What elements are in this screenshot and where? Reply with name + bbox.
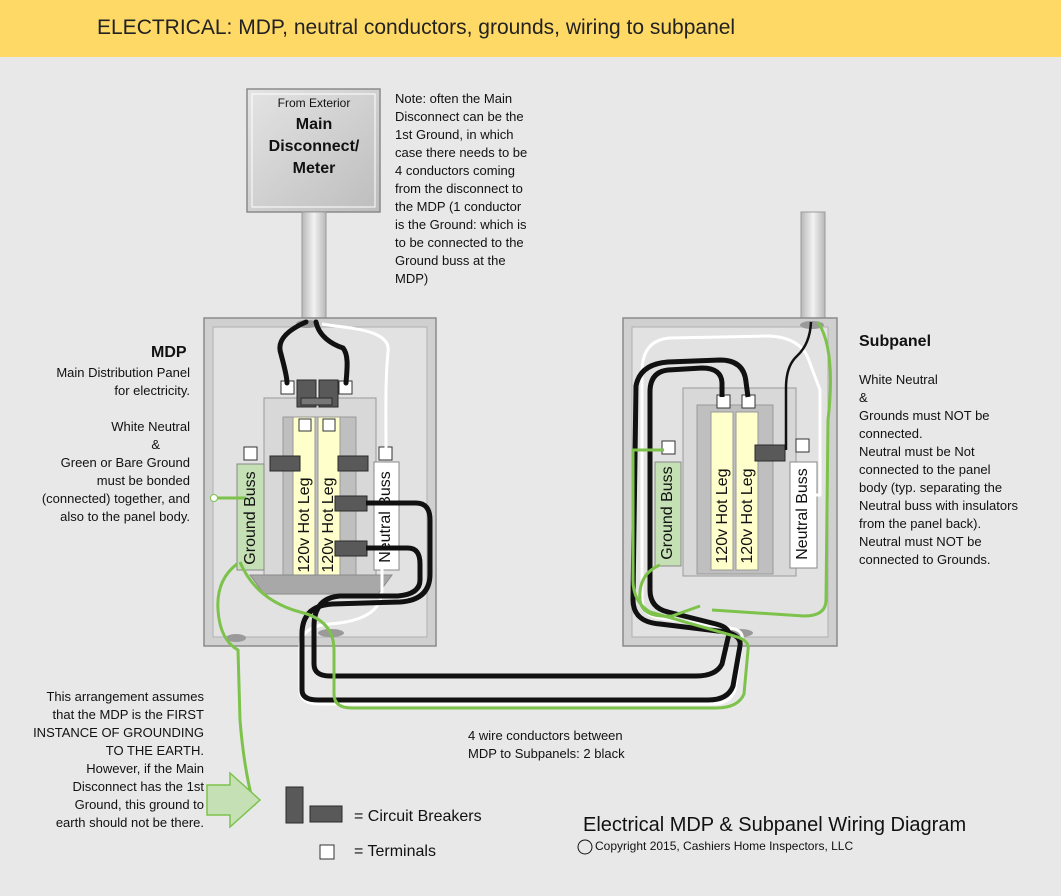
arrangement-line: However, if the Main (86, 761, 204, 776)
subpanel-terminals (661, 394, 810, 455)
arrangement-line: earth should not be there. (55, 815, 204, 830)
subpanel-desc-line: connected. (859, 426, 923, 441)
mdp-neutral-buss-label: Neutral Buss (377, 471, 394, 563)
legend-terminal (319, 844, 335, 860)
legend-symbols (285, 786, 343, 860)
legend-breaker-horizontal (309, 805, 343, 823)
subpanel-desc-line: & (859, 390, 868, 405)
subpanel-desc-line: connected to Grounds. (859, 552, 991, 567)
arrangement-line: that the MDP is the FIRST (52, 707, 204, 722)
mdp-hot-leg-1-label: 120v Hot Leg (296, 477, 313, 573)
bond-point (210, 494, 218, 502)
mdp-description: Main Distribution Panel for electricity.… (20, 364, 190, 526)
arrangement-line: TO THE EARTH. (105, 743, 204, 758)
mdp-title: MDP (151, 344, 187, 361)
ground-wires (214, 321, 832, 807)
subpanel-conduit (800, 211, 826, 323)
mdp-desc-line: Main Distribution Panel (56, 365, 190, 380)
subpanel-desc-line: Neutral must NOT be (859, 534, 982, 549)
feeder-hot-wire-2 (311, 365, 732, 679)
mdp-desc-line: for electricity. (114, 383, 190, 398)
note-line: Note: often the Main (395, 91, 513, 106)
feeder-hot-wire-1 (299, 357, 751, 703)
mdp-desc-line: Green or Bare Ground (60, 455, 190, 470)
arrangement-line: INSTANCE OF GROUNDING (33, 725, 204, 740)
subpanel-desc-line: White Neutral (859, 372, 938, 387)
note-line: from the disconnect to (395, 181, 523, 196)
note-line: MDP) (395, 271, 429, 286)
subpanel-desc-line: connected to the panel (859, 462, 991, 477)
subpanel-description: White Neutral & Grounds must NOT be conn… (859, 371, 1049, 569)
subpanel-title: Subpanel (859, 333, 932, 350)
earth-ground-arrow (206, 771, 262, 829)
note-line: case there needs to be (395, 145, 528, 160)
subpanel-desc-line: Neutral must be Not (859, 444, 975, 459)
arrangement-line: This arrangement assumes (46, 689, 204, 704)
meter-title-line2: Disconnect/ (268, 138, 360, 155)
note-text: Note: often the Main Disconnect can be t… (395, 90, 545, 288)
subpanel-neutral-buss-label: Neutral Buss (794, 468, 811, 560)
note-line: the MDP (1 conductor (395, 199, 522, 214)
note-line: 4 conductors coming (395, 163, 515, 178)
mdp-incoming-neutral-wire (321, 322, 390, 453)
conductors-note: 4 wire conductors between MDP to Subpane… (468, 727, 625, 763)
subpanel-desc-line: body (typ. separating the (859, 480, 1003, 495)
mdp-conduit (301, 211, 327, 323)
meter-title-line1: Main (295, 116, 333, 133)
meter-title-line3: Meter (292, 160, 336, 177)
mdp-desc-line: (connected) together, and (41, 491, 190, 506)
subpanel-desc-line: Grounds must NOT be (859, 408, 990, 423)
note-line: to be connected to the (395, 235, 524, 250)
meter-small-label: From Exterior (277, 96, 351, 110)
subpanel-enclosure (622, 317, 838, 647)
main-disconnect-meter-box (246, 88, 381, 213)
mdp-breakers (269, 379, 369, 557)
copyright-circle (577, 839, 593, 855)
mdp-desc-line (20, 400, 190, 418)
conductors-line: 4 wire conductors between (468, 728, 623, 743)
subpanel-breaker-wire (784, 321, 813, 450)
copyright-text: Copyright 2015, Cashiers Home Inspectors… (595, 839, 854, 853)
subpanel-desc-line: from the panel back). (859, 516, 982, 531)
mdp-panel-enclosure (203, 317, 437, 647)
diagram-title: Electrical MDP & Subpanel Wiring Diagram (583, 814, 967, 836)
note-line: Ground buss at the (395, 253, 506, 268)
mdp-desc-line: also to the panel body. (60, 509, 190, 524)
copyright-line: Copyright 2015, Cashiers Home Inspectors… (578, 839, 853, 853)
page-title: ELECTRICAL: MDP, neutral conductors, gro… (97, 16, 736, 39)
subpanel-ground-buss-label: Ground Buss (659, 466, 676, 560)
subpanel-hot-leg-1-label: 120v Hot Leg (714, 468, 731, 564)
arrangement-line: Ground, this ground to (74, 797, 204, 812)
legend-terminals-label: = Terminals (354, 843, 436, 860)
mdp-hot-leg-2-label: 120v Hot Leg (320, 477, 337, 573)
arrangement-line: Disconnect has the 1st (72, 779, 204, 794)
mdp-incoming-hot-wires (277, 319, 350, 386)
legend-breaker-vertical (285, 786, 304, 824)
mdp-terminals (243, 380, 393, 461)
subpanel-desc-line: Neutral buss with insulators (859, 498, 1018, 513)
mdp-desc-line: & (151, 437, 160, 452)
legend-breakers-label: = Circuit Breakers (354, 808, 482, 825)
mdp-ground-buss-label: Ground Buss (242, 471, 259, 565)
mdp-desc-line: must be bonded (96, 473, 190, 488)
subpanel-hot-leg-2-label: 120v Hot Leg (739, 468, 756, 564)
conductors-line: MDP to Subpanels: 2 black (468, 746, 625, 761)
arrangement-note: This arrangement assumes that the MDP is… (14, 688, 204, 832)
header-banner: ELECTRICAL: MDP, neutral conductors, gro… (0, 0, 1061, 57)
note-line: is the Ground: which is (395, 217, 527, 232)
mdp-desc-line: White Neutral (111, 419, 190, 434)
note-line: 1st Ground, in which (395, 127, 514, 142)
note-line: Disconnect can be the (395, 109, 524, 124)
subpanel-breaker (754, 444, 786, 462)
